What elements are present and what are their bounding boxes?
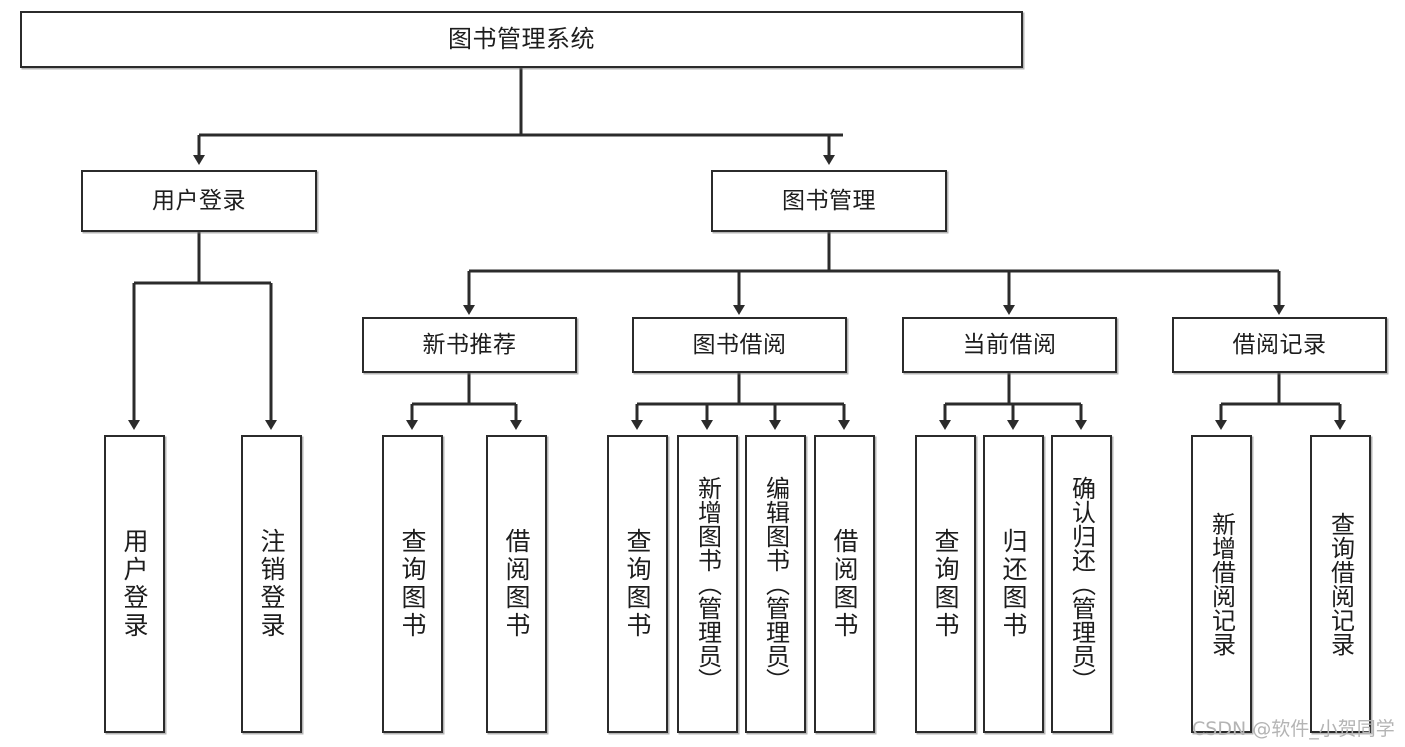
node-label: 用户登录 xyxy=(120,528,149,640)
node-current-borrow[interactable]: 当前借阅 xyxy=(902,317,1117,373)
node-label: 图书借阅 xyxy=(692,331,787,358)
node-label: 确认归还（管理员） xyxy=(1067,476,1096,692)
leaf-query-book-recommend[interactable]: 查询图书 xyxy=(382,435,443,733)
leaf-query-book-borrow[interactable]: 查询图书 xyxy=(607,435,668,733)
node-label: 新增图书（管理员） xyxy=(693,476,722,692)
leaf-user-login[interactable]: 用户登录 xyxy=(104,435,165,733)
node-new-book-recommendation[interactable]: 新书推荐 xyxy=(362,317,577,373)
node-book-borrow[interactable]: 图书借阅 xyxy=(632,317,847,373)
node-label: 图书管理系统 xyxy=(448,24,595,53)
node-label: 注销登录 xyxy=(257,528,286,640)
csdn-watermark: CSDN @软件_小贺同学 xyxy=(1192,718,1395,740)
node-label: 新增借阅记录 xyxy=(1207,512,1236,656)
node-label: 查询图书 xyxy=(931,528,960,640)
node-label: 查询图书 xyxy=(398,528,427,640)
node-borrow-record[interactable]: 借阅记录 xyxy=(1172,317,1387,373)
node-label: 编辑图书（管理员） xyxy=(761,476,790,692)
leaf-add-book-admin[interactable]: 新增图书（管理员） xyxy=(677,435,738,733)
node-user-login[interactable]: 用户登录 xyxy=(81,170,317,232)
leaf-query-borrow-record[interactable]: 查询借阅记录 xyxy=(1310,435,1371,733)
node-book-management[interactable]: 图书管理 xyxy=(711,170,947,232)
node-label: 借阅图书 xyxy=(830,528,859,640)
leaf-logout[interactable]: 注销登录 xyxy=(241,435,302,733)
node-label: 用户登录 xyxy=(152,187,246,214)
leaf-query-book-current[interactable]: 查询图书 xyxy=(915,435,976,733)
leaf-borrow-book-recommend[interactable]: 借阅图书 xyxy=(486,435,547,733)
leaf-return-book[interactable]: 归还图书 xyxy=(983,435,1044,733)
leaf-add-borrow-record[interactable]: 新增借阅记录 xyxy=(1191,435,1252,733)
leaf-borrow-book[interactable]: 借阅图书 xyxy=(814,435,875,733)
node-label: 图书管理 xyxy=(782,187,876,214)
node-label: 借阅记录 xyxy=(1232,331,1327,358)
node-label: 当前借阅 xyxy=(962,331,1057,358)
node-label: 查询图书 xyxy=(623,528,652,640)
node-book-management-system[interactable]: 图书管理系统 xyxy=(20,11,1023,68)
leaf-edit-book-admin[interactable]: 编辑图书（管理员） xyxy=(745,435,806,733)
node-label: 查询借阅记录 xyxy=(1326,512,1355,656)
node-label: 新书推荐 xyxy=(422,331,517,358)
leaf-confirm-return-admin[interactable]: 确认归还（管理员） xyxy=(1051,435,1112,733)
node-label: 借阅图书 xyxy=(502,528,531,640)
node-label: 归还图书 xyxy=(999,528,1028,640)
